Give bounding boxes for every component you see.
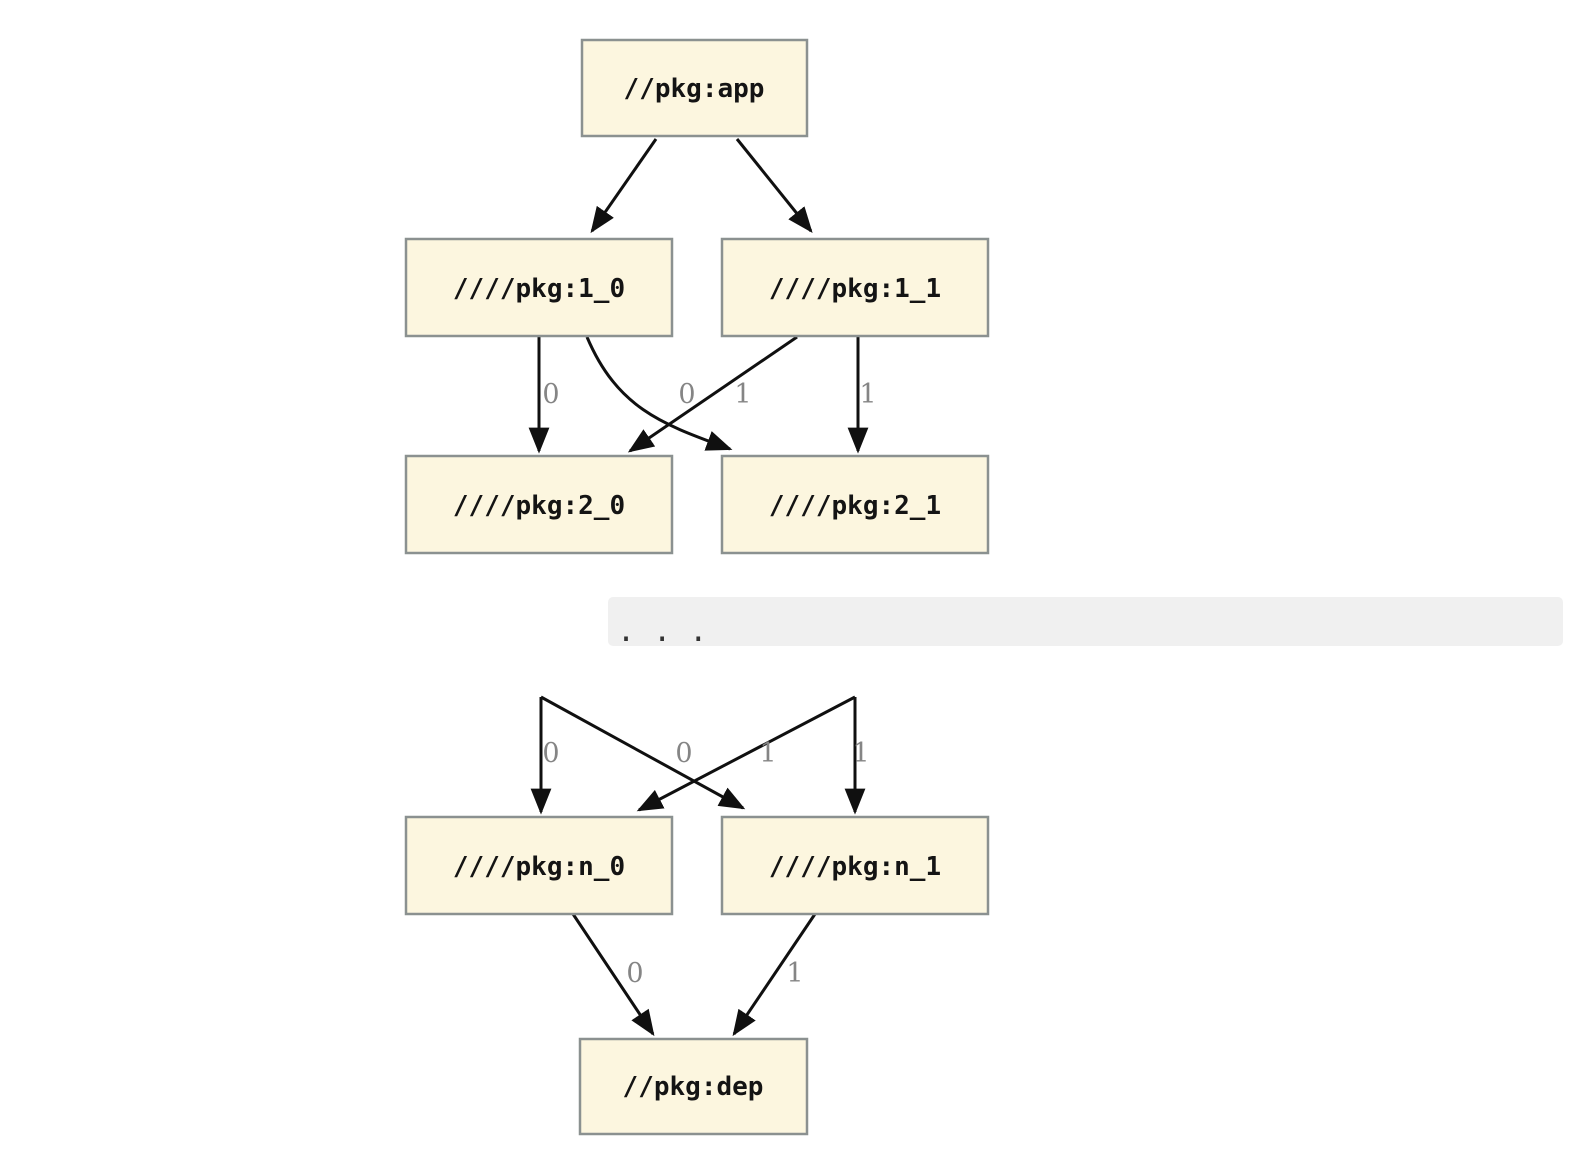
node-pkg-n_0: ////pkg:n_0 [404,815,674,916]
ellipsis-band-rect [608,597,1563,646]
node-pkg-1_0-label: ////pkg:1_0 [453,274,625,304]
node-pkg-2_1-label: ////pkg:2_1 [769,491,941,521]
node-pkg-2_0-label: ////pkg:2_0 [453,491,625,521]
edge-label-elided-n_1-cross: 1 [759,738,776,769]
edge-label-elided-n_0-cross: 0 [675,738,692,769]
node-pkg-dep-box [578,1037,809,1136]
edge-app-to-1_1 [735,138,813,234]
edge-label-elided-n_1-straight: 1 [852,738,869,769]
elided-rows-band: . . . [608,597,1563,649]
edge-1_1-to-2_0 [627,335,798,453]
node-pkg-dep: //pkg:dep [578,1037,809,1136]
node-pkg-1_0-box [404,237,674,338]
edge-label-1_0-2_0: 0 [542,379,559,410]
edge-n_0-to-dep [571,913,655,1037]
edge-n_1-to-dep [732,913,817,1037]
edge-label-n_0-dep: 0 [626,958,643,989]
node-pkg-dep-label: //pkg:dep [623,1072,764,1102]
edge-elided-to-n_0-cross [636,695,856,812]
ellipsis-text: . . . [617,614,707,649]
node-pkg-2_0: ////pkg:2_0 [404,454,674,555]
node-pkg-2_1-box [720,454,990,555]
node-pkg-1_0: ////pkg:1_0 [404,237,674,338]
node-pkg-app: //pkg:app [580,38,809,138]
node-pkg-1_1-box [720,237,990,338]
node-pkg-app-box [580,38,809,138]
node-pkg-2_0-box [404,454,674,555]
edge-label-1_1-2_1: 1 [859,379,876,410]
node-pkg-2_1: ////pkg:2_1 [720,454,990,555]
edge-app-to-1_0 [590,138,658,234]
edge-label-n_1-dep: 1 [786,958,803,989]
node-pkg-n_0-box [404,815,674,916]
node-pkg-1_1-label: ////pkg:1_1 [769,274,941,304]
node-pkg-n_1-label: ////pkg:n_1 [769,852,941,882]
node-pkg-app-label: //pkg:app [624,74,765,104]
edge-label-1_1-2_0: 0 [678,379,695,410]
node-pkg-n_1-box [720,815,990,916]
edge-label-1_0-2_1: 1 [734,379,751,410]
node-pkg-1_1: ////pkg:1_1 [720,237,990,338]
node-pkg-n_1: ////pkg:n_1 [720,815,990,916]
node-pkg-n_0-label: ////pkg:n_0 [453,852,625,882]
edge-1_0-to-2_1 [585,336,733,451]
edge-label-elided-n_0-straight: 0 [542,738,559,769]
edge-elided-to-n_1-cross [540,695,746,810]
